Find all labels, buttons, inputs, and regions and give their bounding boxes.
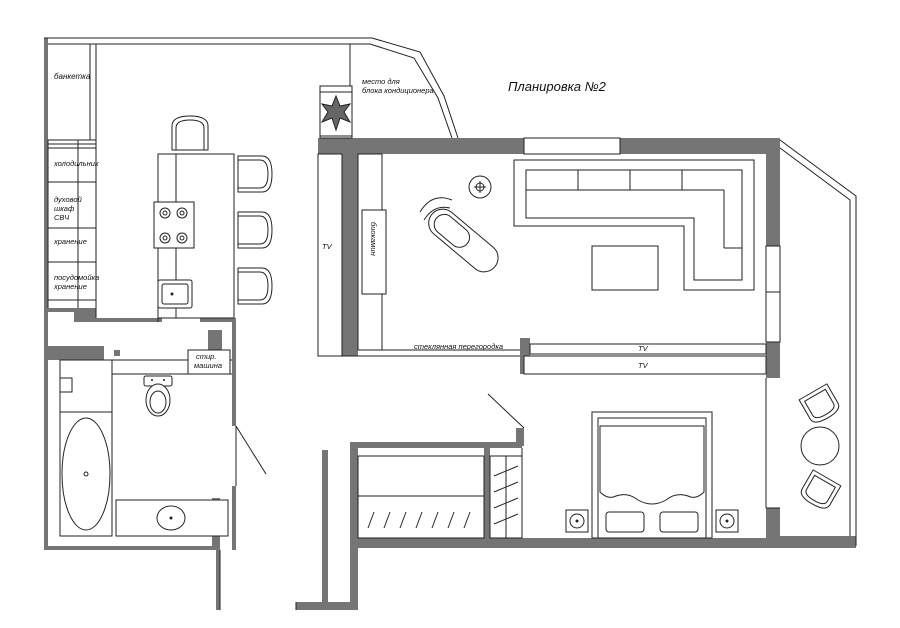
nightstand-lamp-left-icon: [565, 509, 589, 533]
bar-stools: [171, 115, 273, 305]
label-tv-left: TV: [322, 242, 333, 251]
plan-labels: Планировка №2 банкетка место для блока к…: [53, 72, 649, 370]
nightstand-lamp-right-icon: [715, 509, 739, 533]
label-washer-2: машина: [194, 361, 222, 370]
coffee-table: [591, 245, 659, 291]
label-washer-1: стир.: [196, 352, 216, 361]
label-aircon-2: блока кондиционера: [362, 86, 434, 95]
label-oven-3: СВЧ: [54, 213, 70, 222]
wardrobe-hall: [357, 455, 485, 539]
label-oven-2: шкаф: [54, 204, 75, 213]
wardrobe-bedroom: [489, 455, 523, 539]
label-banketka: банкетка: [54, 72, 91, 81]
outline-lines: [44, 37, 857, 610]
double-bed: [591, 411, 713, 539]
corner-sofa: [513, 159, 755, 291]
label-fridge: холодильник: [53, 159, 99, 168]
label-glass-partition: стеклянная перегородка: [414, 342, 503, 351]
label-dishwasher-2: хранение: [53, 282, 87, 291]
kitchen-island: [153, 153, 235, 319]
label-tv-partition-2: TV: [638, 361, 649, 370]
balcony-table-chairs: [798, 383, 842, 509]
lounge-chair: [419, 197, 499, 273]
label-aircon-1: место для: [362, 77, 400, 86]
tv-wall-panel: [361, 209, 387, 295]
label-dishwasher-1: посудомойка: [54, 273, 99, 282]
label-storage: хранение: [53, 237, 87, 246]
label-oven-1: духовой: [54, 195, 83, 204]
toilet-icon: [143, 375, 173, 417]
label-biofireplace: биокамин: [369, 222, 378, 256]
air-conditioner-icon: [319, 85, 353, 139]
plan-title: Планировка №2: [508, 79, 607, 94]
floor-lamp-icon: [468, 175, 492, 199]
bathroom-fixtures: [59, 359, 229, 537]
label-tv-partition-1: TV: [638, 344, 649, 353]
